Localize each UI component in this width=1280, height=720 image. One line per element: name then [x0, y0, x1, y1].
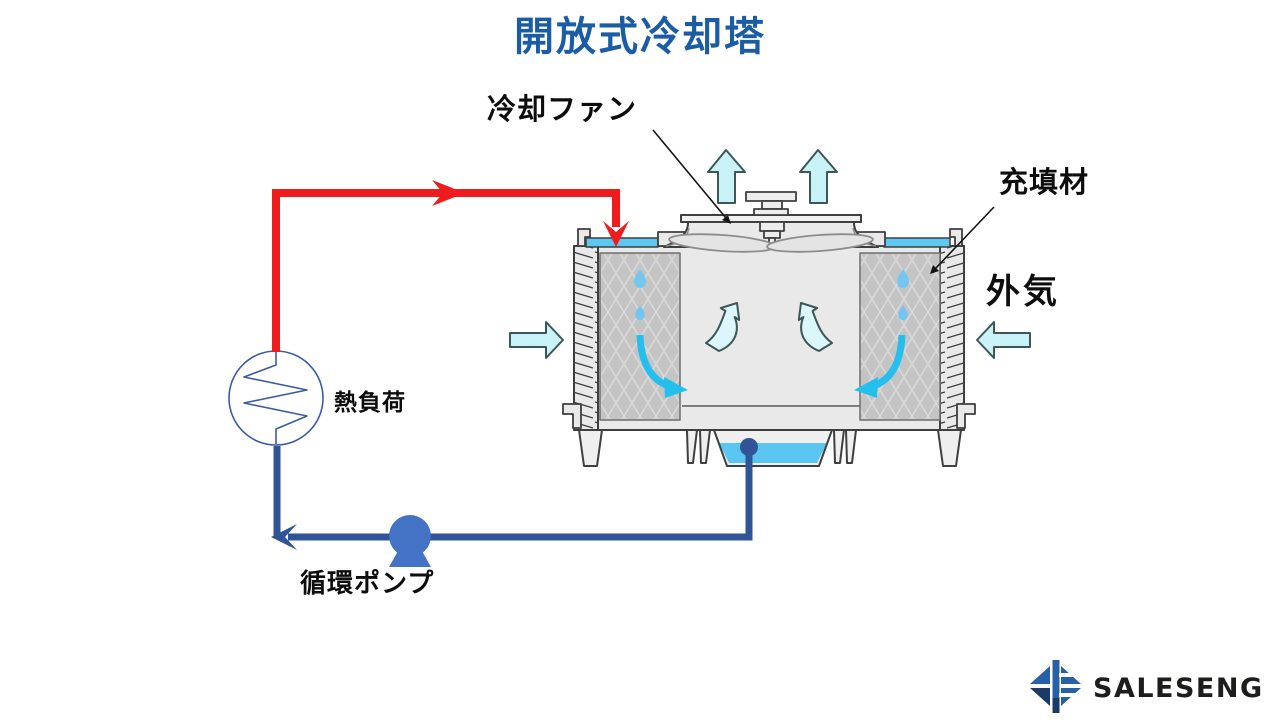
- cold-water-flow-arrowhead: [271, 524, 297, 550]
- cooling-tower-structure: [562, 191, 976, 467]
- fill-pointer-line: [934, 206, 995, 270]
- heat-load-symbol: [228, 350, 324, 446]
- fill-material-label: 充填材: [999, 165, 1090, 199]
- fan-pointer-arrowhead: [722, 215, 731, 224]
- hot-water-tray-left: [585, 237, 659, 248]
- base-flange-left: [562, 403, 582, 429]
- base-flange-right: [956, 403, 976, 429]
- tower-legs: [578, 429, 962, 467]
- intake-arrow-right: [976, 321, 1031, 359]
- circulation-pump-symbol: [389, 515, 431, 567]
- fan-blades: [668, 233, 874, 253]
- outside-air-label: 外気: [986, 272, 1060, 312]
- intake-arrow-left: [509, 321, 564, 359]
- hot-water-pipe: [272, 180, 629, 352]
- air-flow-arrows: [509, 149, 1031, 398]
- sump-water: [719, 443, 827, 463]
- right-louver-wall: [939, 245, 965, 431]
- hot-water-inlet-arrowhead: [603, 221, 629, 247]
- left-louver-wall: [573, 245, 599, 431]
- updraft-arrow-right: [797, 302, 833, 352]
- circulation-pump-label: 循環ポンプ: [300, 569, 435, 599]
- page-title: 開放式冷却塔: [514, 14, 766, 60]
- tray-rim-left: [577, 228, 591, 247]
- heat-load-label: 熱負荷: [334, 390, 406, 416]
- sump-basin-outline: [713, 429, 833, 467]
- label-pointer-lines: [652, 129, 995, 274]
- cooling-fan-label: 冷却ファン: [487, 92, 638, 126]
- exhaust-arrow-right: [799, 149, 838, 204]
- logo-text: SALESENG: [1093, 673, 1264, 704]
- fill-airflow-arrow-right: [854, 334, 906, 398]
- suction-connection-dot: [740, 438, 758, 456]
- fill-pointer-arrowhead: [930, 265, 939, 274]
- hot-water-tray-right: [883, 237, 951, 248]
- fan-pointer-line: [652, 129, 727, 219]
- cold-water-pipe: [271, 438, 758, 550]
- fan-deck: [680, 214, 862, 223]
- exhaust-arrow-left: [707, 149, 746, 204]
- fill-airflow-arrow-left: [636, 334, 688, 398]
- tray-rim-right: [949, 228, 963, 247]
- saleseng-logo-icon: [1030, 660, 1085, 713]
- water-droplets: [634, 269, 909, 320]
- updraft-arrow-left: [705, 302, 741, 352]
- hot-water-flow-arrowhead: [432, 180, 465, 206]
